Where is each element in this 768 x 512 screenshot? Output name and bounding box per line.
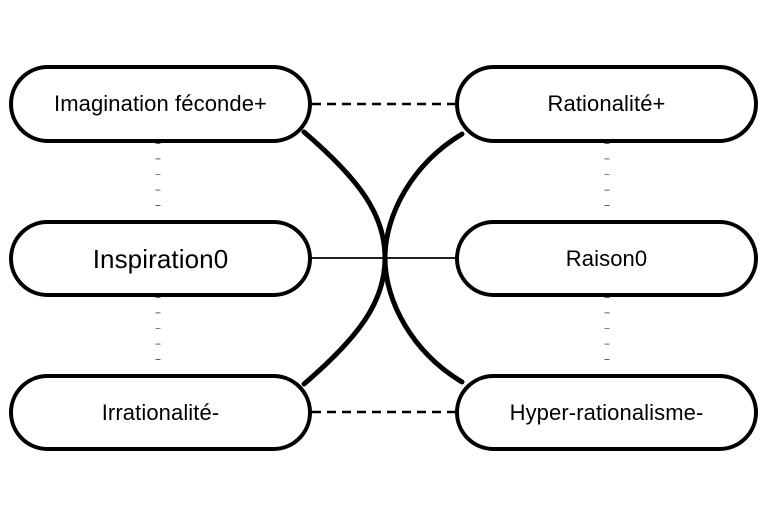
node-irrationalite[interactable]: Irrationalité-: [9, 374, 312, 451]
node-label: Hyper-rationalisme-: [509, 399, 704, 425]
node-hyper-rationalisme[interactable]: Hyper-rationalisme-: [455, 374, 758, 451]
node-label: Raison0: [565, 245, 648, 271]
node-imagination-feconde[interactable]: Imagination féconde+: [9, 65, 312, 143]
edge-curve-bl-tr: [301, 131, 465, 387]
node-label: Rationalité+: [547, 91, 666, 116]
node-label: Imagination féconde+: [54, 91, 267, 116]
node-label: Inspiration0: [92, 243, 229, 274]
node-rationalite[interactable]: Rationalité+: [455, 65, 758, 143]
node-label: Irrationalité-: [101, 399, 220, 425]
node-inspiration[interactable]: Inspiration0: [9, 220, 312, 297]
node-raison[interactable]: Raison0: [455, 220, 758, 297]
